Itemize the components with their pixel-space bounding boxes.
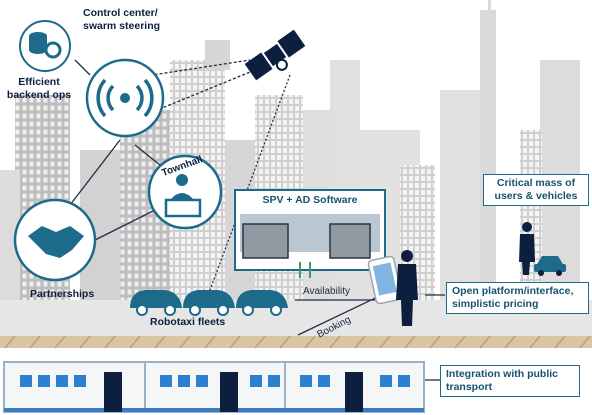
train-windows xyxy=(20,375,410,387)
box-integration-public-transport: Integration with public transport xyxy=(440,365,580,397)
label-robotaxi-fleets: Robotaxi fleets xyxy=(150,316,226,328)
smartphone-icon xyxy=(367,255,403,305)
track-ties xyxy=(4,335,591,349)
partnerships-icon xyxy=(13,198,97,282)
townhall-icon xyxy=(147,154,223,230)
robotaxi-fleet xyxy=(130,290,288,316)
label-availability: Availability xyxy=(303,286,351,297)
car-icon xyxy=(534,256,566,276)
robotaxi-car-icon xyxy=(236,290,288,316)
backend-ops-icon xyxy=(19,20,71,72)
spv-screens xyxy=(234,189,386,278)
businessman-icon xyxy=(396,250,418,326)
user-figure-icon xyxy=(519,222,535,275)
label-spv-ad-software: SPV + AD Software xyxy=(262,194,358,206)
label-control-center: Control center/ swarm steering xyxy=(83,7,161,32)
box-critical-mass: Critical mass of users & vehicles xyxy=(483,174,589,206)
train-doors xyxy=(104,372,363,412)
label-partnerships: Partnerships xyxy=(30,288,95,300)
track-bed xyxy=(0,336,592,348)
robotaxi-car-icon xyxy=(130,290,182,316)
control-center-icon xyxy=(85,58,165,138)
satellite-icon xyxy=(244,29,306,81)
box-open-platform: Open platform/interface, simplistic pric… xyxy=(446,282,589,314)
label-efficient-backend: Efficient backend ops xyxy=(6,76,72,101)
train xyxy=(3,361,425,413)
robotaxi-car-icon xyxy=(183,290,235,316)
